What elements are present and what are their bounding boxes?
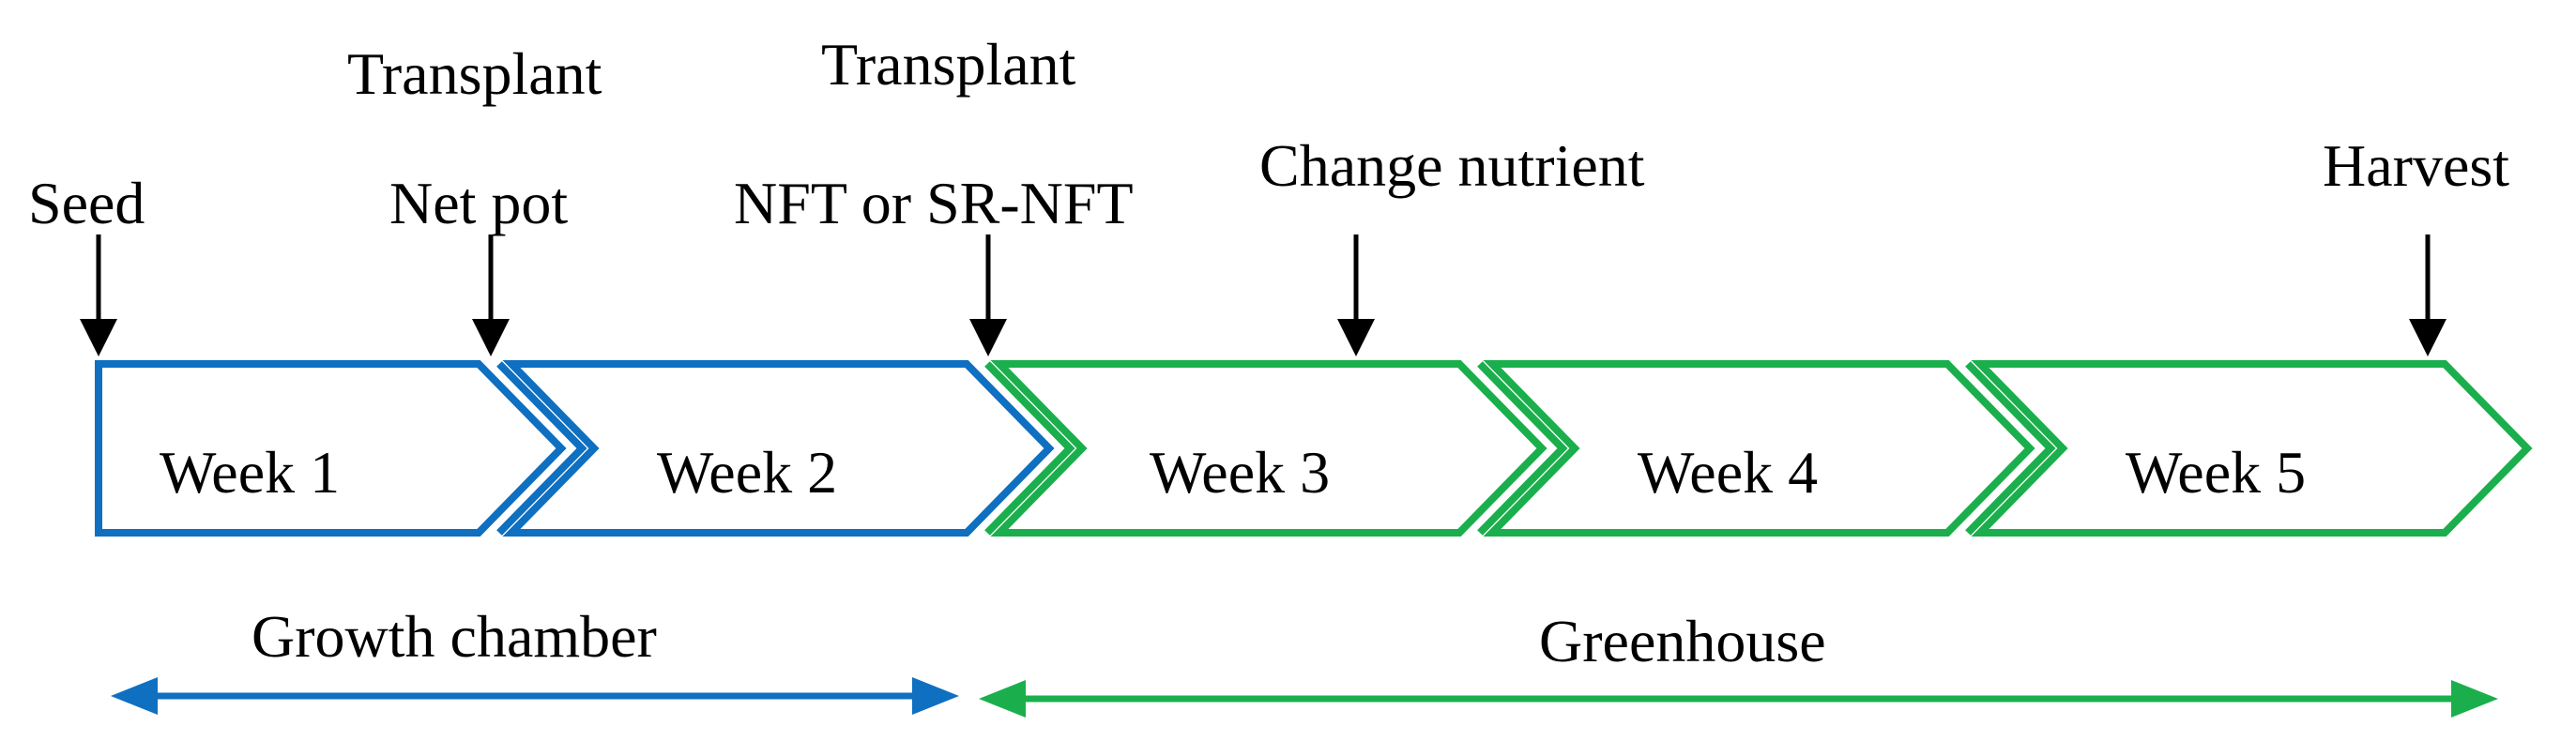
event-sublabel: Transplant — [347, 40, 602, 107]
week-5-chevron: Week 5 — [1965, 360, 2533, 537]
week-1-chevron: Week 1 — [95, 360, 567, 537]
week-2-chevron: Week 2 — [496, 360, 1055, 537]
event-label: Seed — [28, 170, 145, 236]
chevron-notch — [496, 361, 587, 536]
event-sublabel: Transplant — [821, 31, 1076, 98]
event-arrow-head — [969, 319, 1007, 356]
event-label: Harvest — [2323, 132, 2509, 199]
chevron-outline — [95, 360, 567, 537]
event-nft: Transplant NFT or SR-NFT — [734, 31, 1134, 356]
event-seed: Seed — [28, 170, 145, 356]
phase-arrow-left-head — [111, 677, 158, 715]
chevron-notch — [984, 361, 1075, 536]
week-label: Week 3 — [1150, 439, 1330, 506]
event-arrow-head — [80, 319, 117, 356]
week-label: Week 5 — [2126, 439, 2306, 506]
week-label: Week 4 — [1638, 439, 1818, 506]
event-label: NFT or SR-NFT — [734, 170, 1134, 236]
event-change-nutrient: Change nutrient — [1259, 132, 1645, 356]
phase-arrow-right-head — [912, 677, 959, 715]
chevron-outline — [502, 360, 1055, 537]
chevron-notch — [1477, 361, 1568, 536]
week-3-chevron: Week 3 — [984, 360, 1547, 537]
week-4-chevron: Week 4 — [1477, 360, 2035, 537]
phase-label: Greenhouse — [1539, 608, 1826, 674]
week-label: Week 2 — [657, 439, 837, 506]
chevron-outline — [1971, 360, 2533, 537]
chevron-notch — [1965, 361, 2056, 536]
phase-label: Growth chamber — [252, 603, 657, 670]
event-label: Net pot — [389, 170, 568, 236]
phase-growth-chamber: Growth chamber — [111, 603, 959, 715]
phase-arrow-right-head — [2451, 680, 2498, 718]
chevron-outline — [1483, 360, 2035, 537]
week-label: Week 1 — [160, 439, 340, 506]
event-arrow-head — [2409, 319, 2446, 356]
event-harvest: Harvest — [2323, 132, 2509, 356]
event-arrow-head — [472, 319, 510, 356]
phase-arrow-left-head — [979, 680, 1026, 718]
chevron-outline — [990, 360, 1547, 537]
phase-greenhouse: Greenhouse — [979, 608, 2498, 718]
event-arrow-head — [1337, 319, 1375, 356]
event-net-pot: Transplant Net pot — [347, 40, 602, 356]
event-label: Change nutrient — [1259, 132, 1645, 199]
